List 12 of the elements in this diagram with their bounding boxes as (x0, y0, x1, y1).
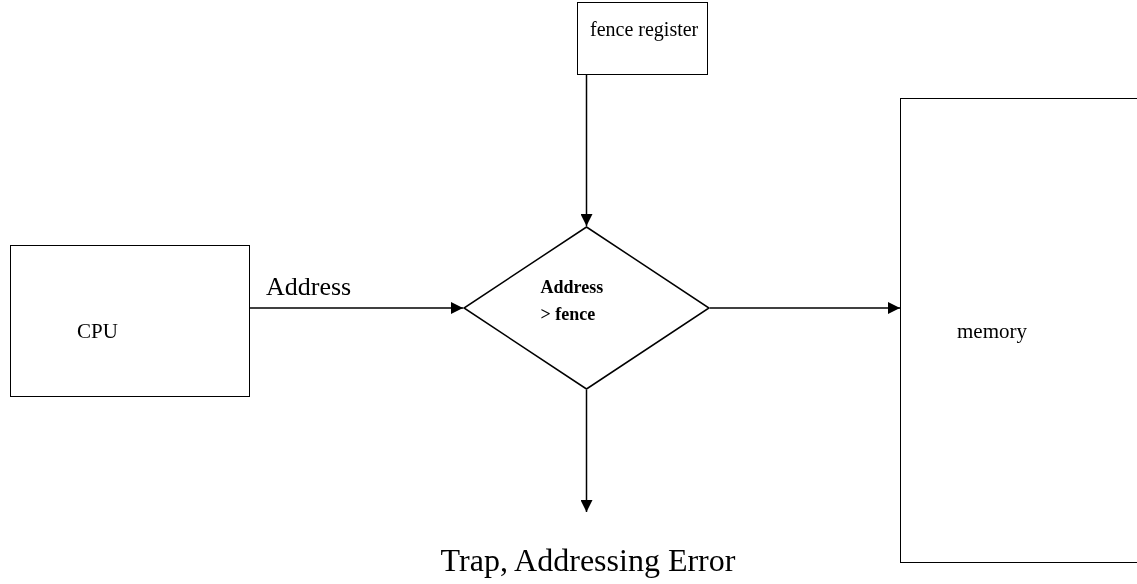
arrow (580, 389, 593, 513)
node-label: Address > fence (540, 276, 605, 326)
arrow (249, 302, 464, 314)
memory-box (900, 98, 1137, 563)
register-box (577, 2, 708, 75)
node-label: fence register (590, 18, 699, 41)
cpu-box (10, 245, 250, 397)
arrow (580, 74, 593, 227)
node-label: memory (957, 319, 1027, 344)
node-label: CPU (77, 319, 118, 344)
error-label: Trap, Addressing Error (439, 542, 737, 579)
arrow (709, 302, 901, 314)
